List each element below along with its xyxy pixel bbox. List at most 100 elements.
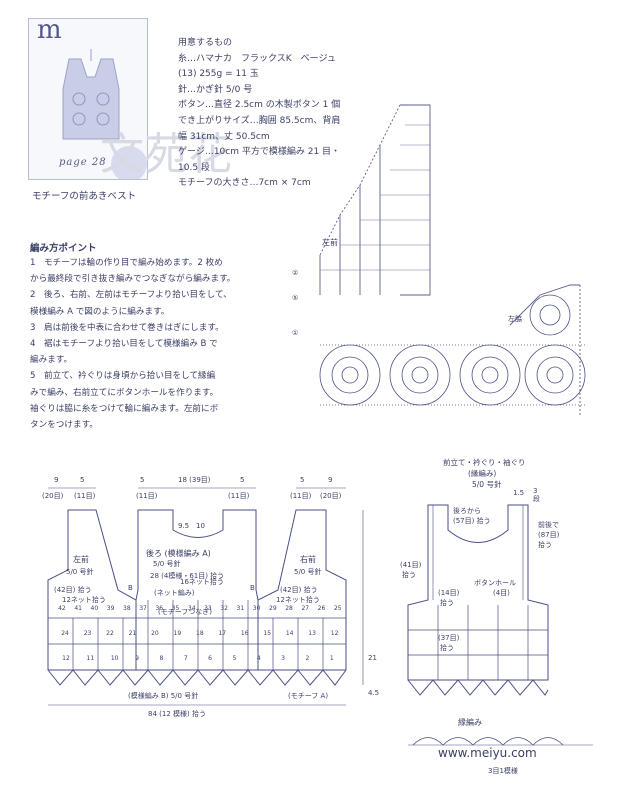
motif-number: 41 <box>74 605 82 612</box>
band-title: 前立て・衿ぐり・袖ぐり <box>443 457 526 467</box>
left-pick: (41目) <box>400 561 422 569</box>
materials-line: 針…かぎ針 5/0 号 <box>178 84 253 95</box>
materials-line: (13) 255g = 11 玉 <box>178 69 259 80</box>
right-front-needle: 5/0 号針 <box>294 567 322 576</box>
bottom-label: (模様編み B) 5/0 号針 <box>128 691 198 700</box>
band-dim: 段 <box>533 494 540 503</box>
motif-number: 14 <box>286 630 294 637</box>
right-front-title: 右前 <box>300 554 316 564</box>
instruction-line: 2 後ろ、右前、左前はモチーフより拾い目をして、 <box>30 290 232 301</box>
instruction-line: 3 肩は前後を中表に合わせて巻きはぎにします。 <box>30 322 224 333</box>
materials-line: ゲージ…10cm 平方で模様編み 21 目・ <box>178 147 341 158</box>
motif-number: 10 <box>111 655 119 662</box>
front-band-diagram: 前立て・衿ぐり・袖ぐり (縁編み) 5/0 号針 後ろから (57目) 拾う 1… <box>400 457 593 775</box>
motif-number: 6 <box>208 655 212 662</box>
motif-number: 32 <box>220 605 228 612</box>
materials-line: でき上がりサイズ…胸囲 85.5cm、背肩 <box>178 115 341 126</box>
pick14: 拾う <box>440 598 454 607</box>
side-dim: 21 <box>368 654 377 662</box>
pick14: (14目) <box>438 589 460 597</box>
motif-number: 4 <box>257 655 261 662</box>
front-back-pick: 前後で <box>538 520 559 529</box>
motif-number: 39 <box>107 605 115 612</box>
pick37: (37目) <box>438 634 460 642</box>
materials-line: 幅 31cm、丈 50.5cm <box>178 131 270 142</box>
pick-label: 12ネット拾う <box>62 595 106 604</box>
instructions-title: 編み方ポイント <box>30 243 97 254</box>
motif-number: 12 <box>62 655 70 662</box>
motif-number: 42 <box>58 605 66 612</box>
b-mark: B <box>250 584 255 592</box>
motif-number: 17 <box>218 630 226 637</box>
motif-number: 28 <box>285 605 293 612</box>
motif-number: 7 <box>184 655 188 662</box>
front-back-pick: (87目) <box>538 531 560 539</box>
instruction-line: 4 裾はモチーフより拾い目をして模様編み B で <box>30 339 218 350</box>
motif-number: 37 <box>139 605 147 612</box>
motif-number: 33 <box>204 605 212 612</box>
instruction-line: 1 モチーフは輪の作り目で編み始めます。2 枚め <box>30 258 223 268</box>
motif-number: 23 <box>84 630 92 637</box>
buttonhole-label: ボタンホール <box>474 578 516 587</box>
motif-number: 36 <box>155 605 163 612</box>
motif-number: 24 <box>61 630 69 637</box>
row-marker: ① <box>292 329 298 337</box>
left-side-label: 左脇 <box>508 314 522 323</box>
pick42-label: (42目) 拾う <box>280 585 318 594</box>
watermark-text: 文苑花 <box>100 129 232 180</box>
pattern-letter: m <box>37 15 62 45</box>
stitch-chart-diagram: 左前 左脇 ② ⑤ ① <box>292 104 586 415</box>
motif-number: 40 <box>91 605 99 612</box>
motif-number: 35 <box>172 605 180 612</box>
dim-text: 9 <box>328 476 332 484</box>
motif-number: 5 <box>233 655 237 662</box>
motif-number: 31 <box>237 605 245 612</box>
motif-number: 26 <box>318 605 326 612</box>
left-front-label: 左前 <box>322 237 338 247</box>
stitch-count: (20目) <box>320 492 342 500</box>
left-front-needle: 5/0 号針 <box>66 567 94 576</box>
stitch-count: (11目) <box>290 492 312 500</box>
back-pick-count: (57目) 拾う <box>453 516 491 525</box>
instruction-line: 編みます。 <box>30 355 73 366</box>
materials-list: 用意するもの 糸…ハマナカ フラックスK ベージュ (13) 255g = 11… <box>178 36 368 192</box>
side-dim: 4.5 <box>368 689 379 697</box>
net-label: (ネット編み) <box>154 588 195 597</box>
row-marker: ② <box>292 269 298 277</box>
instruction-line: タンをつけます。 <box>30 420 98 431</box>
motif-number: 16 <box>241 630 249 637</box>
materials-line: モチーフの大きさ…7cm × 7cm <box>178 178 311 189</box>
motif-number: 3 <box>281 655 285 662</box>
instructions-text: 1 モチーフは輪の作り目で編み始めます。2 枚め から最終段で引き抜き編みでつな… <box>30 255 252 433</box>
instruction-line: 5 前立て、衿ぐりは身頃から拾い目をして縁編 <box>30 371 216 382</box>
front-back-pick: 拾う <box>538 540 552 549</box>
motif-number: 13 <box>308 630 316 637</box>
motif-number: 2 <box>306 655 310 662</box>
motif-number: 12 <box>331 630 339 637</box>
bottom-label: 84 (12 模様) 拾う <box>148 709 206 718</box>
motif-number: 27 <box>301 605 309 612</box>
motif-number: 30 <box>253 605 261 612</box>
motif-join-label: (モチーフつなぎ) <box>158 607 212 616</box>
instruction-line: みで編み、右前立てにボタンホールを作ります。 <box>30 387 219 398</box>
instruction-line: から最終段で引き抜き編みでつなぎながら編みます。 <box>30 274 236 285</box>
materials-line: 糸…ハマナカ フラックスK ベージュ <box>178 53 336 64</box>
dim-text: 5 <box>240 476 244 484</box>
pick-label: 12ネット拾う <box>276 595 320 604</box>
pick37: 拾う <box>440 643 454 652</box>
b-mark: B <box>128 584 133 592</box>
edge-stitch-title: 縁編み <box>458 717 482 727</box>
motif-number: 20 <box>151 630 159 637</box>
motif-number: 21 <box>129 630 137 637</box>
motif-number: 25 <box>334 605 342 612</box>
instruction-line: 模様編み A で図のように編みます。 <box>30 306 170 317</box>
stitch-count: (11目) <box>228 492 250 500</box>
left-front-title: 左前 <box>73 554 89 564</box>
back-title: 後ろ (模様編み A) <box>146 548 211 558</box>
motif-number: 8 <box>160 655 164 662</box>
vest-schematic: 9 5 5 18 (39目) 5 5 9 (20目) (11目) (11目) (… <box>42 476 379 718</box>
vest-photo-illustration <box>62 49 147 179</box>
motif-number: 19 <box>174 630 182 637</box>
motif-number: 18 <box>196 630 204 637</box>
back-needle: 5/0 号針 <box>153 559 181 568</box>
